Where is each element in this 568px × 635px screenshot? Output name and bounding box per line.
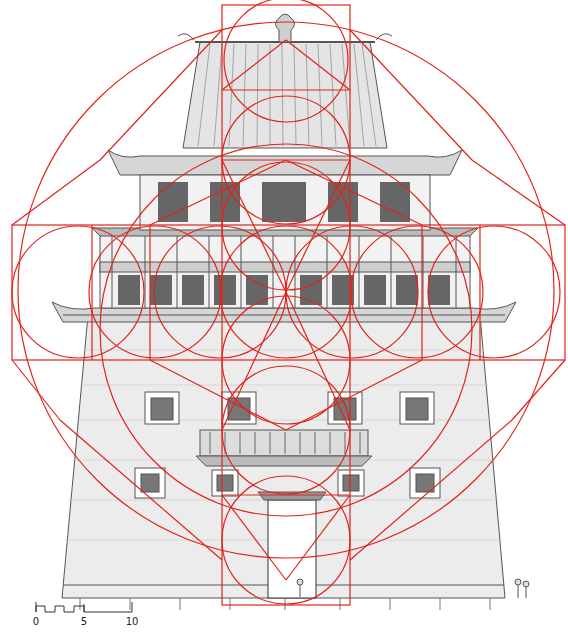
scale-bar [36,602,132,612]
scale-number: 10 [126,616,139,628]
geometric-overlay [12,0,565,605]
scale-number: 0 [33,616,39,628]
building-drawing [52,14,529,610]
scale-number: 5 [81,616,87,628]
